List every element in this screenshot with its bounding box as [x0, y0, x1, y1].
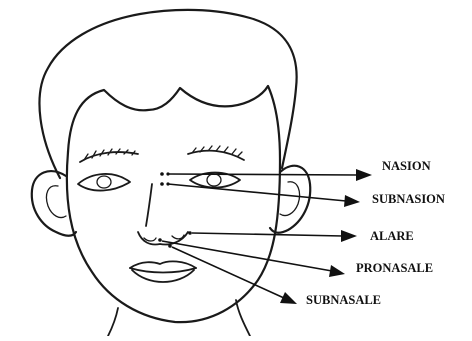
hairline	[68, 86, 280, 160]
arrow-subnasion	[168, 184, 360, 207]
neck-right	[236, 300, 250, 336]
arrow-pronasale	[162, 241, 345, 277]
left-nostril	[144, 238, 156, 241]
left-eyebrow	[80, 149, 138, 162]
label-subnasion: SUBNASION	[372, 192, 445, 206]
label-nasion: NASION	[382, 159, 431, 173]
right-eyebrow	[188, 146, 244, 160]
nose-bridge	[146, 184, 152, 226]
left-ear-inner	[46, 186, 66, 218]
hair-outline	[39, 10, 296, 178]
mouth	[130, 261, 196, 282]
neck-left	[108, 308, 118, 336]
subnasale-dot	[168, 244, 172, 248]
label-pronasale: PRONASALE	[356, 261, 433, 275]
nasion-dot	[160, 172, 164, 176]
label-alare: ALARE	[370, 229, 414, 243]
right-nostril	[172, 235, 184, 239]
right-ear-inner	[280, 182, 300, 216]
alare-dot	[188, 231, 192, 235]
subnasion-dot	[160, 182, 164, 186]
pronasale-dot	[158, 238, 162, 242]
arrow-subnasale	[172, 247, 297, 304]
label-subnasale: SUBNASALE	[306, 293, 381, 307]
left-eye	[78, 174, 130, 191]
